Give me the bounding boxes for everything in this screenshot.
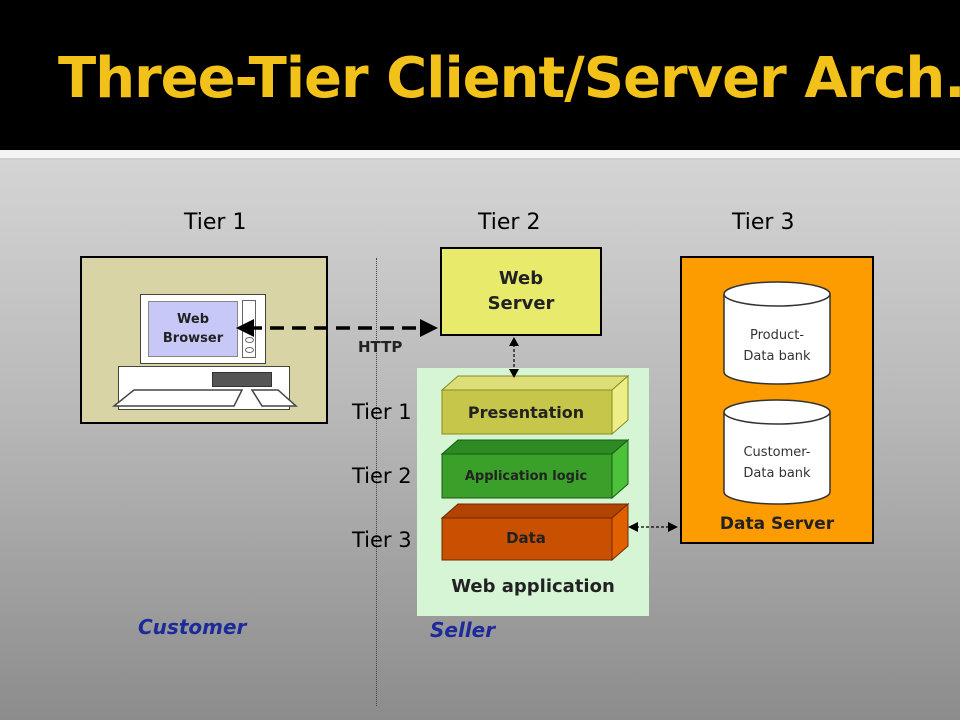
tier-1-heading: Tier 1 xyxy=(184,210,247,235)
slide-title: Three-Tier Client/Server Arch. xyxy=(58,46,960,111)
presentation-label: Presentation xyxy=(467,402,585,422)
inner-tier-1: Tier 1 xyxy=(352,400,412,424)
web-server-line-2: Server xyxy=(487,292,555,314)
disk-drive xyxy=(212,372,272,387)
customer-label: Customer xyxy=(138,615,247,639)
web-server-line-1: Web xyxy=(498,268,544,290)
product-db-line-2: Data bank xyxy=(743,349,811,364)
screen-line-1: Web xyxy=(177,311,209,327)
web-application-label: Web application xyxy=(451,576,615,597)
customer-seller-divider xyxy=(376,258,377,706)
data-server-box xyxy=(680,256,874,544)
data-layer-label: Data xyxy=(506,529,546,547)
seller-label: Seller xyxy=(430,618,496,642)
product-db-line-1: Product- xyxy=(749,328,805,343)
customer-db-line-1: Customer- xyxy=(743,445,811,460)
tier-2-heading: Tier 2 xyxy=(478,210,541,235)
application-logic-label: Application logic xyxy=(464,468,588,484)
title-bar: Three-Tier Client/Server Arch. xyxy=(0,0,960,150)
inner-tier-3: Tier 3 xyxy=(352,528,412,552)
data-server-label: Data Server xyxy=(719,514,835,534)
tier-3-heading: Tier 3 xyxy=(732,210,795,235)
screen-line-2: Browser xyxy=(162,331,224,346)
monitor-buttons xyxy=(242,300,256,358)
title-rule xyxy=(0,150,960,160)
inner-tier-2: Tier 2 xyxy=(352,464,412,488)
customer-db-line-2: Data bank xyxy=(743,466,811,481)
browser-screen: Web Browser xyxy=(148,301,238,357)
http-label: HTTP xyxy=(358,338,403,356)
web-server-box: Web Server xyxy=(440,247,602,336)
